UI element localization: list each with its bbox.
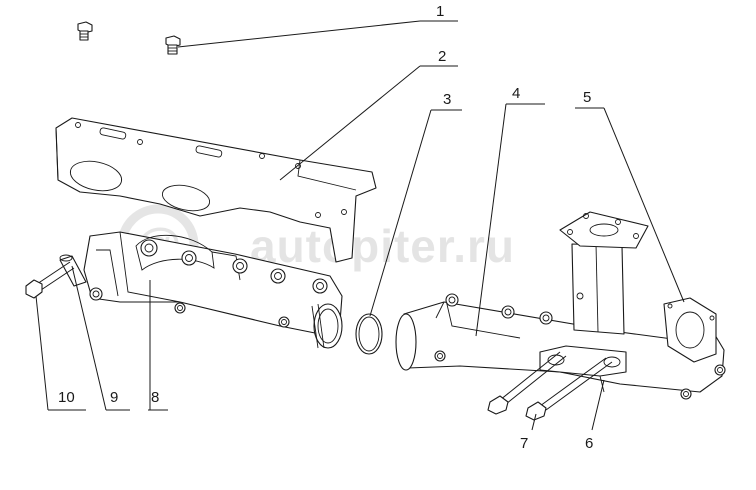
callout-8: 8 — [151, 389, 159, 406]
part-spacer-bracket — [539, 345, 627, 393]
part-end-gasket — [663, 297, 717, 363]
part-long-bolt-b — [525, 357, 613, 421]
part-exhaust-manifold — [83, 231, 343, 349]
callout-4: 4 — [512, 85, 520, 102]
callout-7: 7 — [520, 435, 528, 452]
part-long-bolt-a — [487, 351, 567, 415]
callout-1: 1 — [436, 3, 444, 20]
part-heat-shield — [55, 117, 377, 263]
part-bolt-small-b — [165, 35, 181, 55]
callout-2: 2 — [438, 48, 446, 65]
callout-3: 3 — [443, 91, 451, 108]
leader-lines — [35, 20, 685, 431]
watermark-text: autopiter.ru — [250, 220, 515, 272]
part-sealing-ring — [355, 313, 383, 355]
part-bolt-small-a — [77, 21, 93, 41]
callout-5: 5 — [583, 89, 591, 106]
part-bolt — [25, 261, 75, 299]
callout-6: 6 — [585, 435, 593, 452]
callout-10: 10 — [58, 389, 75, 406]
callout-9: 9 — [110, 389, 118, 406]
